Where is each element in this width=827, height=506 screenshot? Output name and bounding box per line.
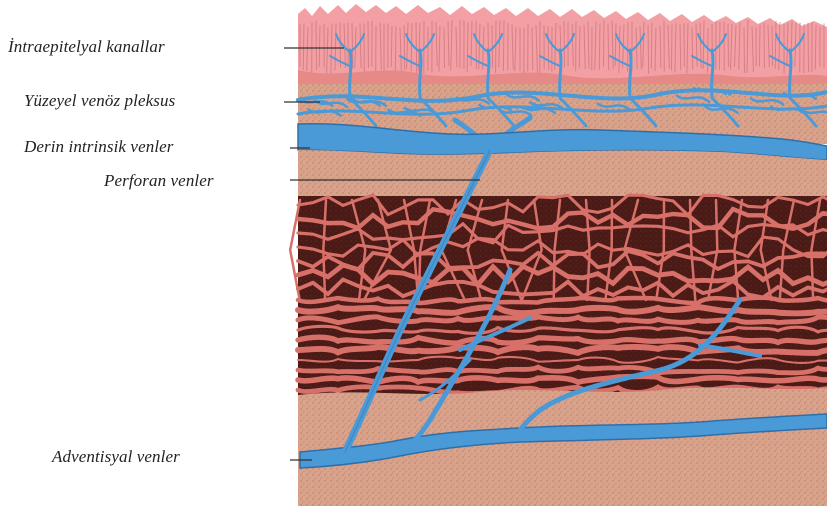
epithelium-stripe	[772, 26, 773, 66]
epithelium-stripe	[503, 20, 504, 71]
epithelium-stripe	[603, 20, 604, 66]
plexus-vessel	[630, 50, 631, 96]
epithelium-stripe	[492, 25, 493, 68]
epithelium-stripe	[395, 26, 396, 73]
plexus-vessel	[350, 50, 351, 96]
label-superficial-venous-plexus: Yüzeyel venöz pleksus	[24, 91, 175, 111]
label-deep-intrinsic-veins: Derin intrinsik venler	[24, 137, 174, 157]
epithelium-stripe	[808, 23, 809, 72]
epithelium-layer	[298, 4, 827, 88]
epithelium-stripe	[651, 23, 652, 69]
plexus-vessel	[420, 50, 421, 96]
label-perforating-veins: Perforan venler	[104, 171, 214, 191]
epithelium-stripe	[648, 25, 649, 74]
label-adventitial-veins: Adventisyal venler	[52, 447, 180, 467]
epithelium-stripe	[564, 21, 565, 67]
label-intraepithelial-channels: İntraepitelyal kanallar	[8, 37, 165, 57]
plexus-vessel	[790, 50, 791, 96]
plexus-vessel	[560, 50, 561, 96]
epithelium-stripe	[744, 28, 745, 73]
epithelium-stripe	[759, 25, 760, 67]
plexus-vessel	[488, 50, 489, 96]
